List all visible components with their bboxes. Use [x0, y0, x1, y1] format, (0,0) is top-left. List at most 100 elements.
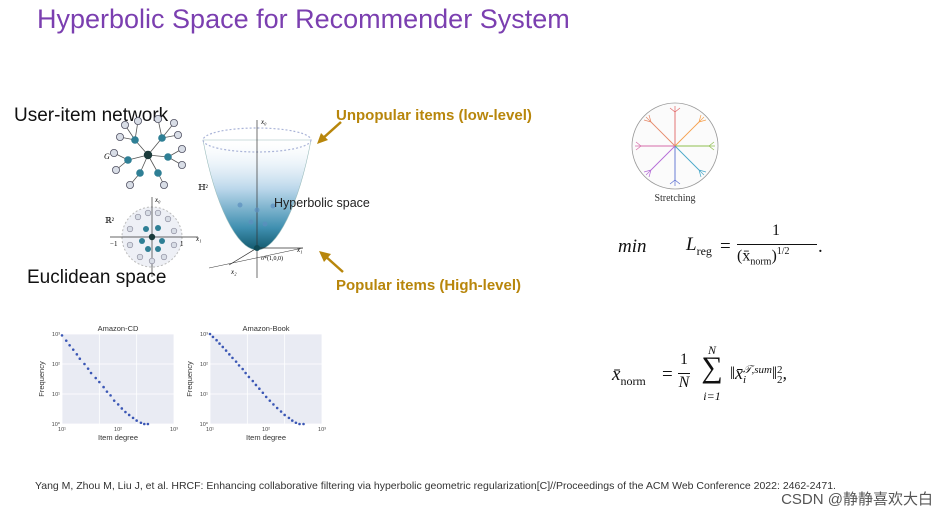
inv-n-denominator: N [678, 374, 690, 391]
data-point [94, 376, 98, 380]
chart-title: Amazon-Book [242, 324, 289, 333]
data-point [244, 371, 247, 375]
y-tick-label: 10⁰ [52, 421, 61, 428]
reg-fraction-bar [737, 244, 817, 245]
stretching-diagram: Stretching [631, 102, 719, 204]
disk-tick-minus1: −1 [110, 240, 118, 248]
data-point [268, 399, 272, 402]
data-point [112, 399, 116, 402]
data-point [294, 421, 298, 425]
data-point [83, 362, 86, 366]
euclidean-disk: ℝ² x₀ x₁ −1 1 [105, 196, 202, 277]
data-point [237, 364, 241, 367]
data-point [146, 422, 150, 426]
reg-numerator: 1 [772, 222, 780, 239]
sum-upper-limit: N [707, 343, 716, 357]
network-diagram: G ℝ² x₀ x₁ −1 1 [104, 114, 202, 277]
data-point [89, 371, 93, 375]
data-point [86, 367, 90, 370]
y-tick-label: 10¹ [200, 392, 208, 398]
data-point [221, 345, 225, 349]
data-point [261, 391, 265, 395]
data-point [105, 390, 109, 393]
watermark: CSDN @静静喜欢大白 [781, 491, 933, 508]
data-point [264, 395, 268, 399]
data-point [228, 353, 231, 356]
data-point [127, 413, 131, 417]
x-tick-label: 10¹ [206, 427, 214, 433]
data-point [116, 403, 120, 406]
data-point [234, 360, 238, 363]
popular-items-label: Popular items (High-level) [336, 277, 522, 294]
data-point [283, 413, 286, 417]
data-point [139, 421, 143, 425]
y-tick-label: 10⁰ [200, 421, 209, 428]
user-item-graph: G [104, 114, 187, 190]
x-axis-label: Item degree [98, 433, 138, 442]
data-point [60, 334, 64, 337]
data-point [109, 394, 112, 397]
hyp-x0-label: x₀ [260, 118, 267, 126]
data-point [142, 422, 146, 426]
citation: Yang M, Zhou M, Liu J, et al. HRCF: Enha… [35, 480, 836, 492]
stretching-label: Stretching [654, 193, 695, 204]
reg-period: . [818, 236, 823, 257]
x-tick-label: 10² [262, 427, 270, 433]
data-point [131, 416, 135, 420]
y-tick-label: 10¹ [52, 392, 60, 398]
slide-title: Hyperbolic Space for Recommender System [37, 4, 570, 34]
x-tick-label: 10³ [170, 427, 178, 433]
graph-g-label: G [104, 152, 110, 161]
data-point [272, 403, 275, 406]
data-point [258, 387, 261, 391]
y-tick-label: 10³ [200, 332, 208, 338]
inv-n-numerator: 1 [680, 351, 688, 368]
l-reg-symbol: Lreg [686, 234, 712, 258]
data-point [124, 410, 127, 414]
data-point [287, 416, 291, 420]
data-point [231, 356, 234, 360]
x-norm-lhs: x̄norm [612, 364, 646, 388]
popular-arrow-icon [319, 251, 344, 273]
x-tick-label: 10² [114, 427, 122, 433]
data-point [135, 419, 138, 422]
unpopular-items-label: Unpopular items (low-level) [336, 107, 532, 124]
inv-n-fraction-bar [678, 373, 690, 374]
equals-sign-2: = [662, 364, 673, 385]
plot-area [62, 334, 174, 424]
reg-denominator: (x̄norm)1/2 [737, 246, 790, 268]
plot-area [210, 334, 322, 424]
data-point [75, 353, 79, 356]
data-point [251, 379, 255, 383]
disk-tick-1: 1 [180, 240, 184, 248]
data-point [302, 422, 305, 426]
x-tick-label: 10¹ [58, 427, 66, 433]
x-tick-label: 10³ [318, 427, 326, 433]
sum-lower-limit: i=1 [703, 389, 721, 403]
y-axis-label: Frequency [185, 361, 194, 397]
min-operator: min [618, 236, 647, 257]
chart-title: Amazon-CD [98, 324, 139, 333]
data-point [290, 419, 294, 422]
hyperbolic-paraboloid: x₀ x₁ x₂ ℍ² o*(1,0,0) [198, 118, 312, 278]
data-point [71, 348, 75, 351]
hyp-x1-label: x₁ [296, 246, 303, 254]
data-point [102, 385, 105, 389]
h2-label: ℍ² [198, 183, 209, 192]
data-point [211, 335, 215, 339]
data-point [120, 407, 124, 410]
x-axis-label: Item degree [246, 433, 286, 442]
y-axis-label: Frequency [37, 361, 46, 397]
disk-x0-label: x₀ [154, 196, 161, 204]
data-point [224, 349, 228, 352]
data-point [64, 339, 68, 342]
hyp-x2-label: x₂ [230, 268, 237, 276]
data-point [68, 344, 71, 347]
euclidean-space-label: Euclidean space [27, 267, 167, 288]
data-point [98, 380, 101, 384]
data-point [298, 422, 301, 426]
origin-label: o*(1,0,0) [261, 255, 283, 262]
